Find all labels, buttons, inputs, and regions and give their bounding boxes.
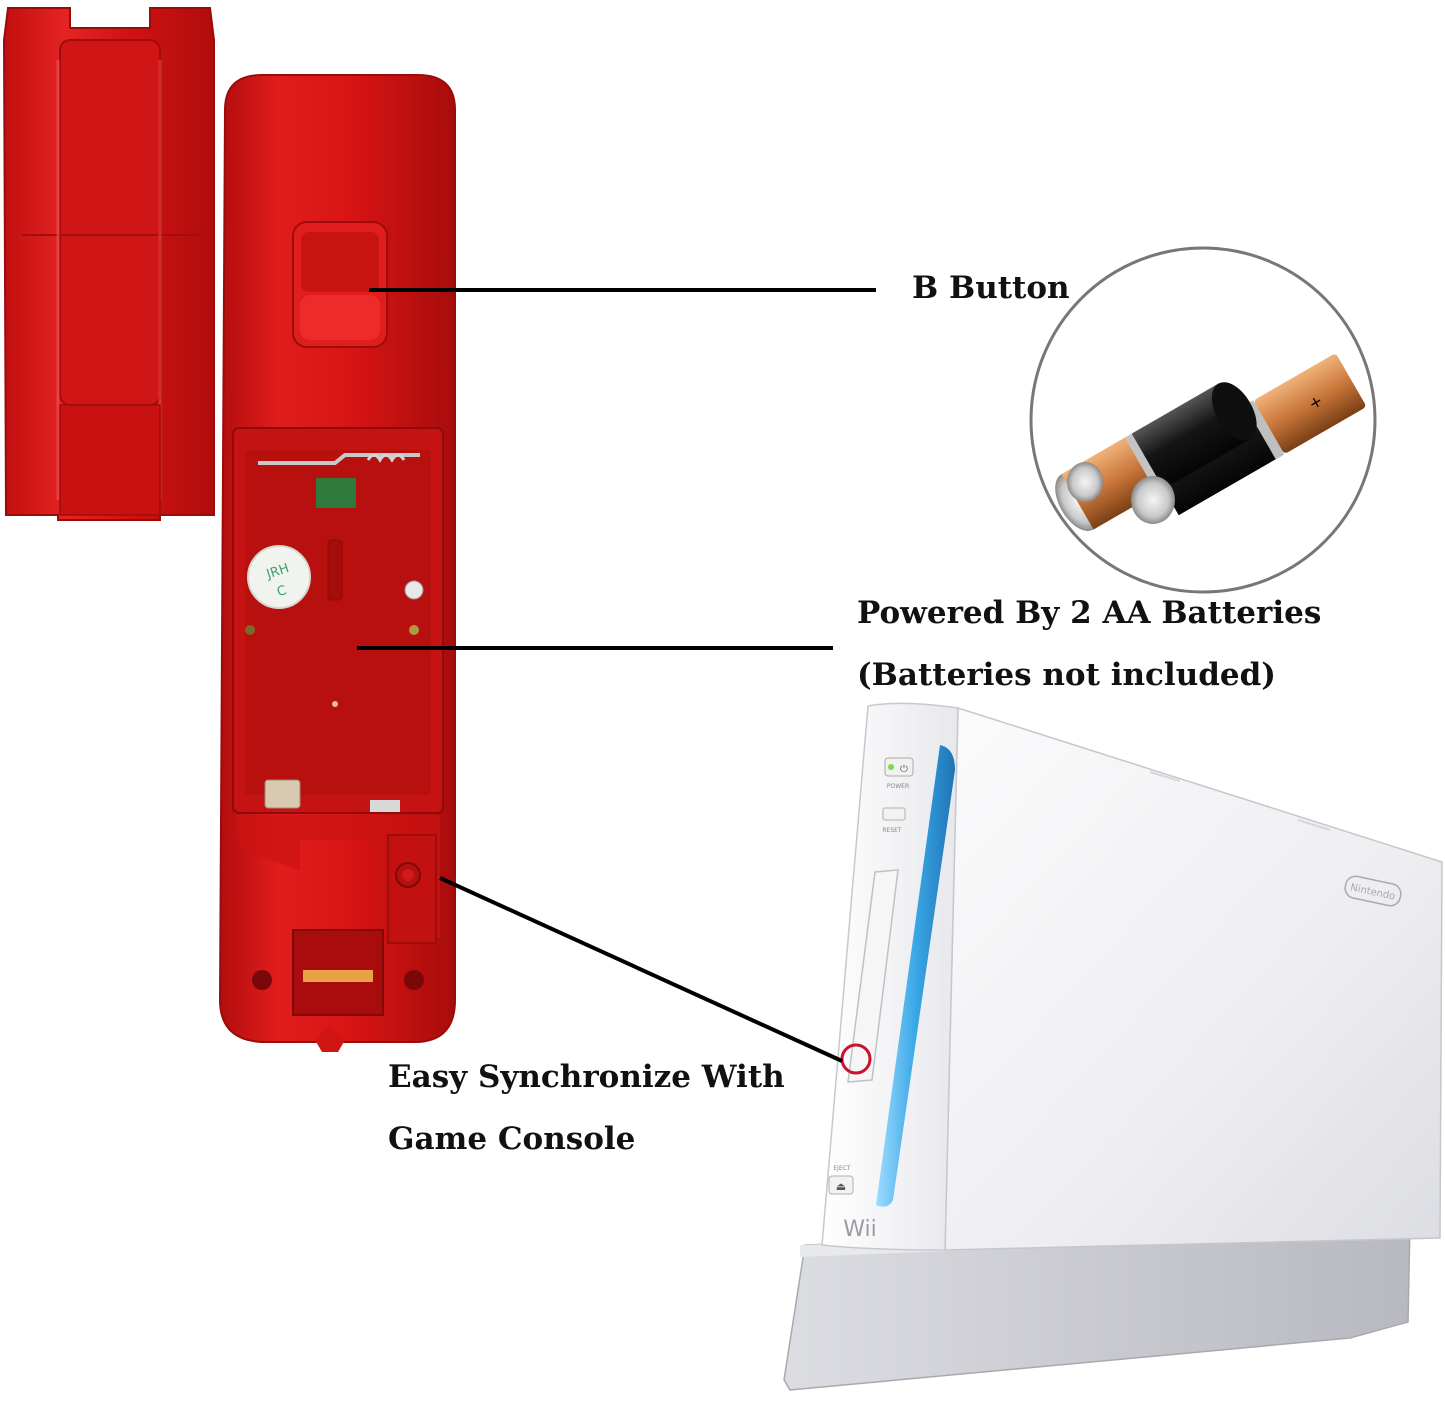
remote-lower-section xyxy=(236,815,440,1052)
callout-batteries-line1: Powered By 2 AA Batteries xyxy=(857,595,1322,631)
leader-line-sync xyxy=(439,876,843,1063)
svg-text:⏻: ⏻ xyxy=(900,764,908,775)
sticker-text-top: JRH xyxy=(264,561,291,583)
b-button[interactable] xyxy=(292,221,388,348)
batteries-inset: + xyxy=(1029,246,1377,594)
battery-compartment: JRH C xyxy=(232,427,444,814)
reset-label: RESET xyxy=(882,827,902,834)
callout-sync-line2: Game Console xyxy=(388,1121,636,1157)
eject-icon: ⏏ xyxy=(836,1180,846,1193)
label-sticker: JRH C xyxy=(247,545,311,609)
callout-batteries-line2: (Batteries not included) xyxy=(857,657,1276,693)
sticker-text-bottom: C xyxy=(275,583,288,600)
callout-sync-line1: Easy Synchronize With xyxy=(388,1059,785,1095)
eject-label: EJECT xyxy=(833,1165,851,1172)
aa-battery-icon xyxy=(1055,382,1257,531)
callout-b-button: B Button xyxy=(912,270,1070,306)
wii-logo: Wii xyxy=(843,1217,877,1242)
game-console: ⏻ POWER RESET EJECT ⏏ Wii Nintendo xyxy=(783,702,1443,1391)
remote-controller: JRH C xyxy=(218,74,456,1052)
battery-cover xyxy=(2,7,215,521)
sync-button[interactable] xyxy=(395,862,421,888)
reset-button[interactable] xyxy=(882,807,906,821)
power-label: POWER xyxy=(887,783,909,790)
power-button[interactable]: ⏻ xyxy=(884,757,914,777)
eject-button[interactable]: ⏏ xyxy=(828,1175,854,1195)
